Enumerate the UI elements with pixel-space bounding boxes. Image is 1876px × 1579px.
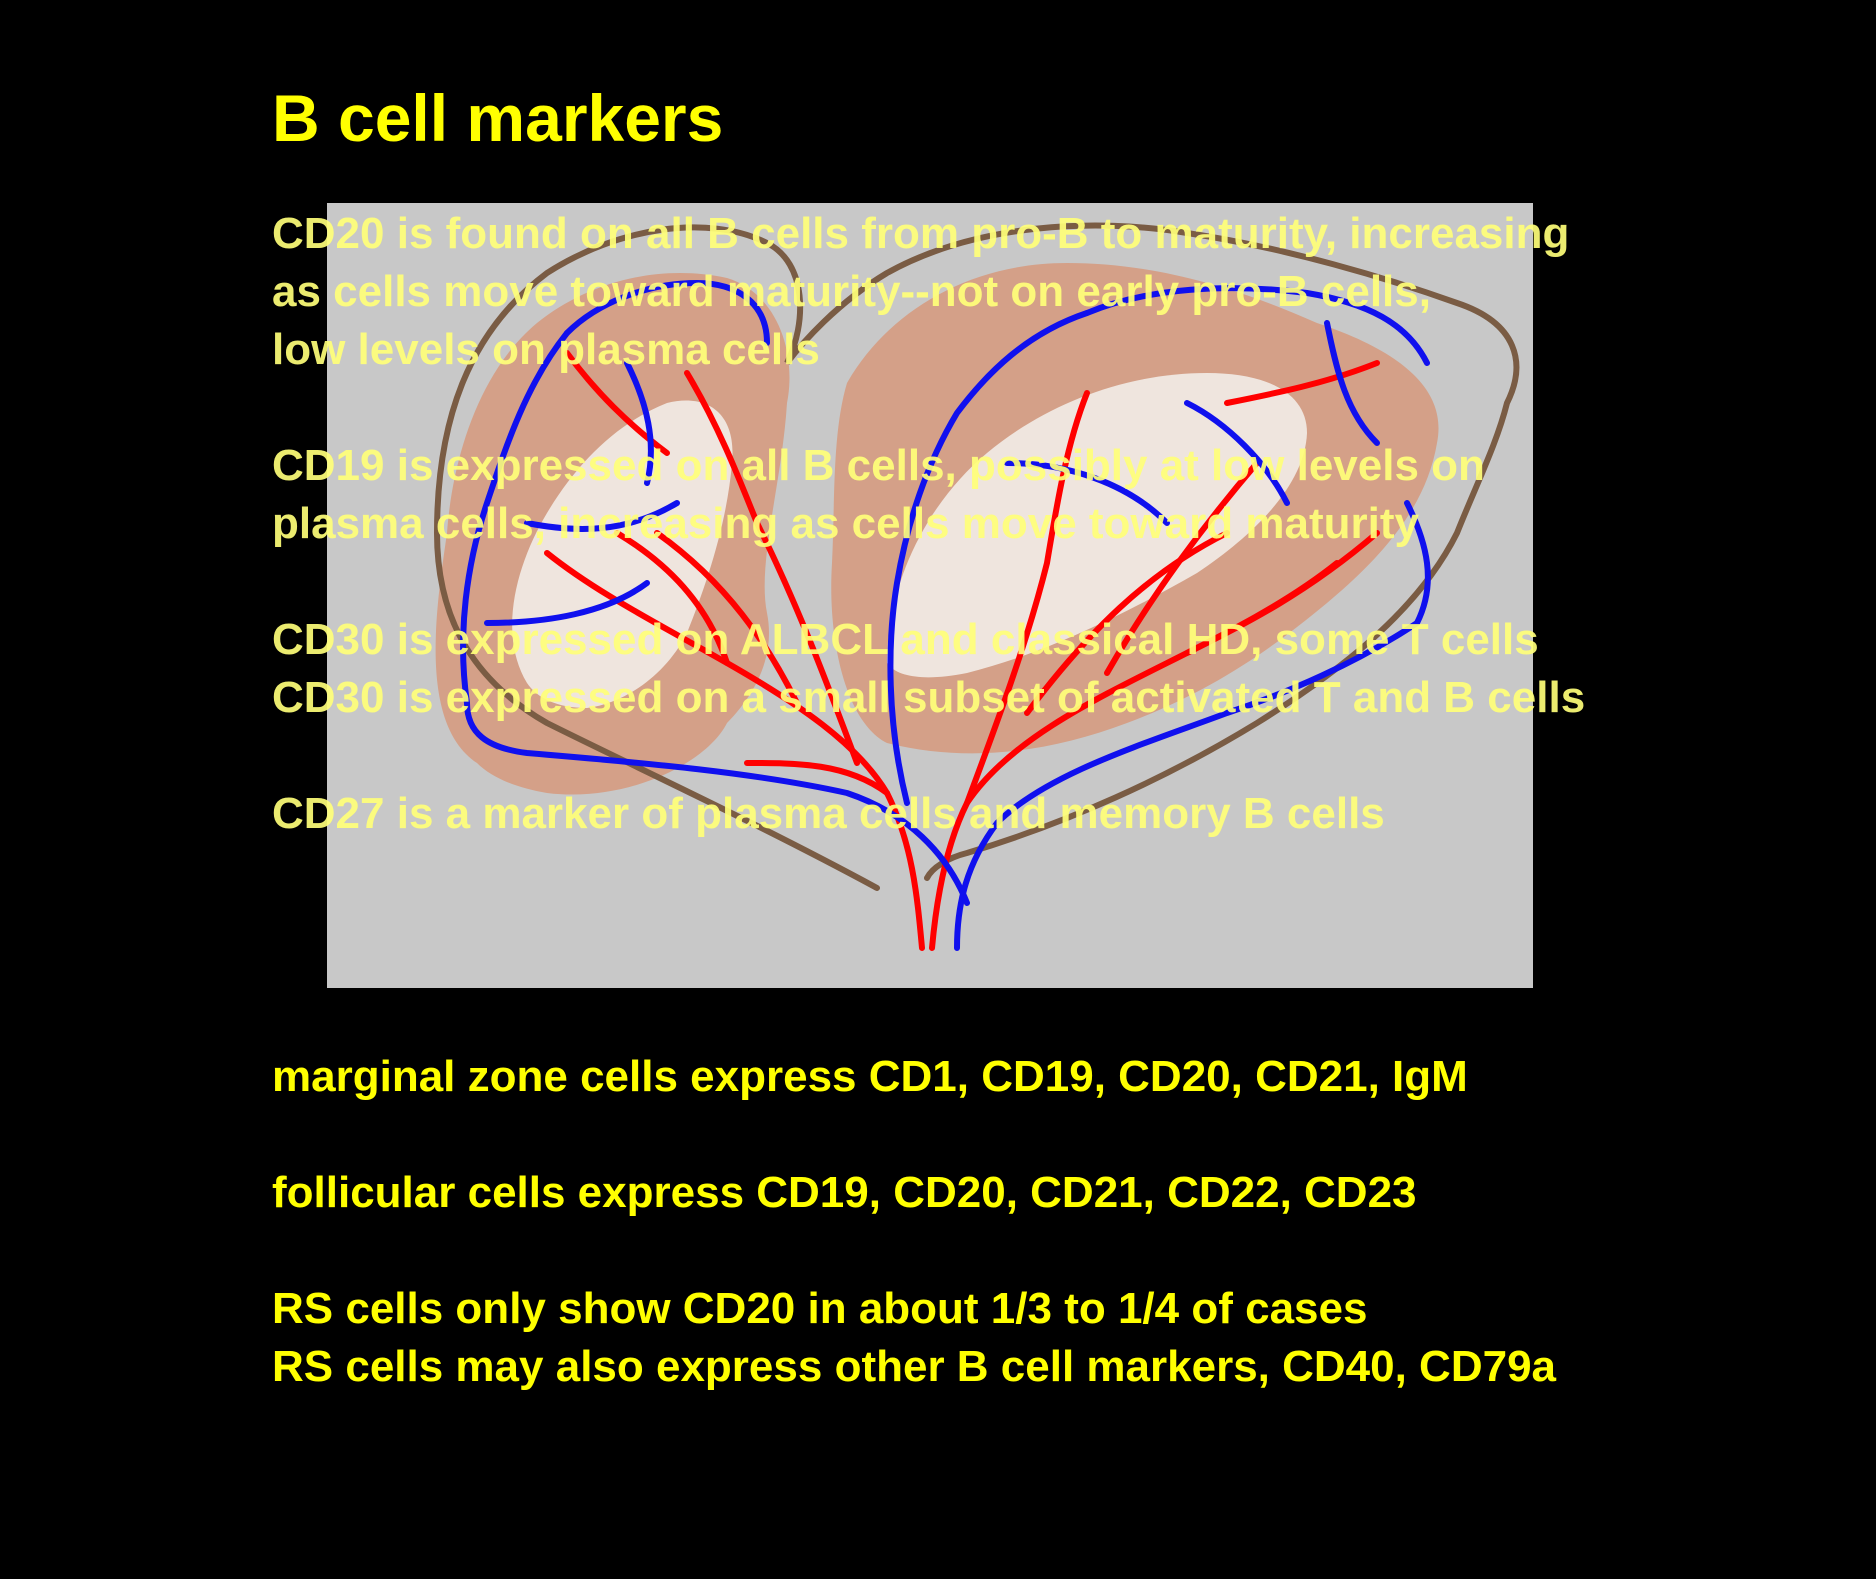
overlay-paragraph: CD19 is expressed on all B cells, possib… [272,437,1585,553]
lower-paragraph: RS cells only show CD20 in about 1/3 to … [272,1280,1556,1396]
lower-text-block: marginal zone cells express CD1, CD19, C… [272,1048,1556,1396]
text-line: CD30 is expressed on a small subset of a… [272,673,1586,722]
overlay-paragraph: CD27 is a marker of plasma cells and mem… [272,785,1585,843]
lower-paragraph: marginal zone cells express CD1, CD19, C… [272,1048,1556,1106]
right-core [887,373,1307,678]
overlay-paragraph: CD20 is found on all B cells from pro-B … [272,205,1585,379]
veins [460,279,1431,951]
text-line: marginal zone cells express CD1, CD19, C… [272,1052,1468,1101]
text-line: plasma cells, increasing as cells move t… [272,499,1419,548]
text-line: CD20 is found on all B cells from pro-B … [272,209,1570,258]
text-line: follicular cells express CD19, CD20, CD2… [272,1168,1417,1217]
text-line: CD19 is expressed on all B cells, possib… [272,441,1485,490]
left-core [512,400,733,708]
text-line: CD27 is a marker of plasma cells and mem… [272,789,1385,838]
text-line: RS cells may also express other B cell m… [272,1342,1557,1391]
text-line: RS cells only show CD20 in about 1/3 to … [272,1284,1368,1333]
lower-paragraph: follicular cells express CD19, CD20, CD2… [272,1164,1556,1222]
organ-drawing [327,203,1533,988]
text-line: CD30 is expressed on ALBCL and classical… [272,615,1539,664]
vascular-organ-illustration [327,203,1533,988]
overlay-paragraph: CD30 is expressed on ALBCL and classical… [272,611,1585,727]
overlay-text-block: CD20 is found on all B cells from pro-B … [272,205,1585,843]
text-line: low levels on plasma cells [272,325,820,374]
slide-title: B cell markers [272,81,724,155]
text-line: as cells move toward maturity--not on ea… [272,267,1431,316]
